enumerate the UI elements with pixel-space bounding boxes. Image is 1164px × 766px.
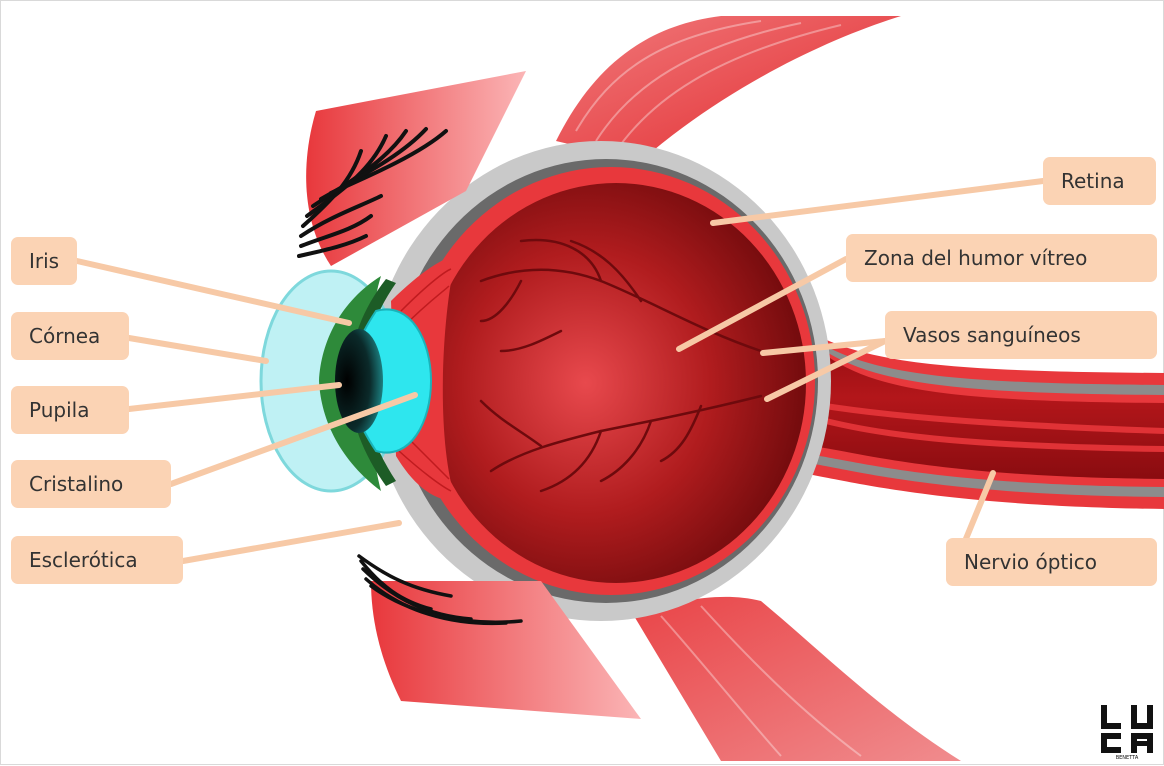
label-vasos-sanguineos: Vasos sanguíneos [885, 311, 1157, 359]
vitreous-body [426, 183, 806, 583]
leader-esclerotica [183, 523, 399, 561]
label-esclerotica: Esclerótica [11, 536, 183, 584]
label-iris: Iris [11, 237, 77, 285]
label-retina: Retina [1043, 157, 1156, 205]
logo-small-text: BENETTA [1116, 755, 1139, 761]
label-pupila: Pupila [11, 386, 129, 434]
label-cornea: Córnea [11, 312, 129, 360]
leader-retina [713, 181, 1043, 223]
luca-logo: BENETTA [1099, 703, 1155, 761]
label-cristalino: Cristalino [11, 460, 171, 508]
label-nervio-optico: Nervio óptico [946, 538, 1157, 586]
label-humor-vitreo: Zona del humor vítreo [846, 234, 1157, 282]
lower-muscle [631, 597, 961, 761]
leader-cornea [129, 338, 266, 361]
